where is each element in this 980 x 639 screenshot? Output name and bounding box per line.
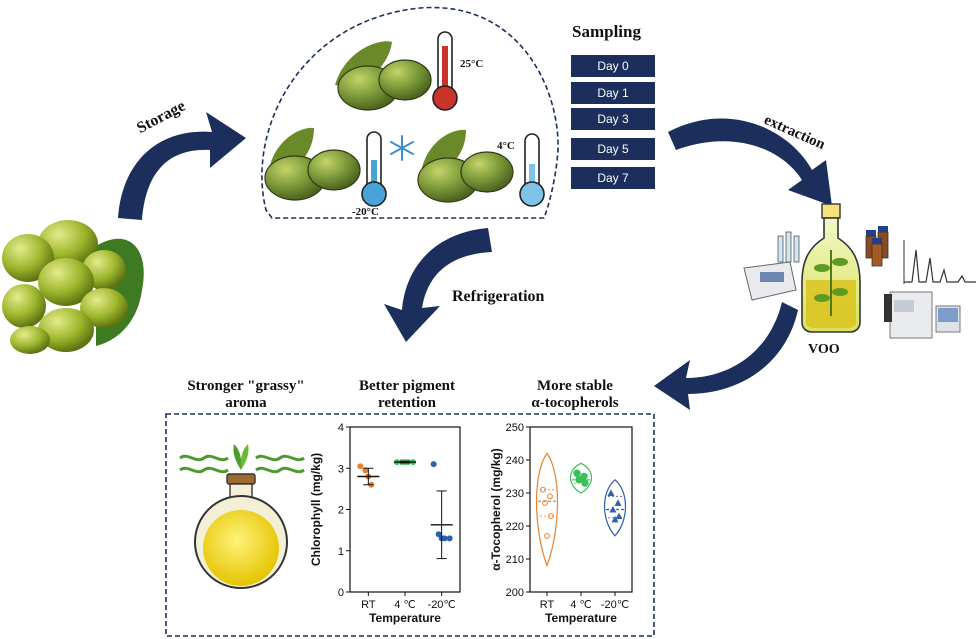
aroma-flask-icon <box>179 444 305 589</box>
data-point <box>441 535 448 542</box>
data-point <box>614 499 622 506</box>
x-tick-label: -20℃ <box>601 599 629 611</box>
thermometer-cold-icon <box>361 131 387 207</box>
day-5-box: Day 5 <box>571 138 655 160</box>
violin-outline <box>535 452 559 568</box>
data-point <box>581 479 589 487</box>
voo-label: VOO <box>808 342 840 357</box>
data-point <box>544 533 550 539</box>
x-axis-title: Temperature <box>369 611 441 625</box>
olives-room-temp <box>335 41 432 111</box>
x-axis-title: Temperature <box>545 611 617 625</box>
y-tick-label: 4 <box>338 422 344 434</box>
day-7-box: Day 7 <box>571 167 655 189</box>
fridge-temp-label: 4°C <box>497 140 515 152</box>
sample-vials-icon <box>865 226 889 267</box>
y-tick-label: 250 <box>506 422 524 434</box>
olive-pile-photo <box>2 220 144 354</box>
x-tick-label: 4 ℃ <box>394 599 416 611</box>
data-point <box>615 512 623 520</box>
y-tick-label: 3 <box>338 463 344 475</box>
sampling-title: Sampling <box>572 22 641 41</box>
refrigeration-arrow <box>384 228 492 342</box>
y-tick-label: 2 <box>338 505 344 517</box>
y-axis-title: α-Tocopherol (mg/kg) <box>489 448 503 570</box>
data-point <box>548 513 554 519</box>
data-point <box>607 489 615 496</box>
x-tick-label: 4 ℃ <box>570 599 592 611</box>
thermometer-hot-icon <box>432 31 458 111</box>
day-1-box: Day 1 <box>571 82 655 104</box>
y-tick-label: 220 <box>506 521 524 533</box>
voo-bottle-icon <box>801 203 861 333</box>
room-temp-label: 25°C <box>460 58 484 70</box>
aroma-headline: Stronger "grassy"aroma <box>187 378 305 411</box>
y-tick-label: 200 <box>506 587 524 599</box>
y-tick-label: 240 <box>506 455 524 467</box>
storage-dome <box>261 6 559 219</box>
olives-fridge <box>417 129 514 203</box>
data-point <box>435 531 442 538</box>
data-point <box>446 535 453 542</box>
extraction-arrow <box>668 118 832 206</box>
plot-frame <box>349 426 461 593</box>
x-tick-label: -20℃ <box>428 599 456 611</box>
thermometer-cool-icon <box>519 133 545 207</box>
results-box <box>165 413 655 637</box>
refrigeration-arrow-label: Refrigeration <box>452 288 545 305</box>
centrifuge-icon <box>743 231 800 301</box>
violin-outline <box>569 462 593 494</box>
data-point <box>430 461 437 468</box>
chromatogram-icon <box>903 240 976 284</box>
freezer-temp-label: -20°C <box>352 206 380 218</box>
y-axis-title: Chlorophyll (mg/kg) <box>309 453 323 566</box>
data-point <box>540 486 546 493</box>
data-point <box>609 506 617 513</box>
olives-freezer <box>264 127 361 201</box>
gc-instrument-icon <box>884 291 961 339</box>
violin-outline <box>604 479 626 537</box>
day-0-box: Day 0 <box>571 55 655 77</box>
y-tick-label: 230 <box>506 488 524 500</box>
data-point <box>547 493 553 500</box>
data-point <box>357 463 364 470</box>
storage-arrow <box>118 112 246 220</box>
data-point <box>611 515 619 523</box>
x-tick-label: RT <box>361 599 376 611</box>
y-tick-label: 1 <box>338 546 344 558</box>
analysis-arrow <box>654 302 798 410</box>
data-point <box>542 500 548 506</box>
y-tick-label: 210 <box>506 554 524 566</box>
data-point <box>573 469 581 477</box>
snowflake-icon <box>390 135 414 161</box>
x-tick-label: RT <box>540 599 555 611</box>
data-point <box>362 467 369 474</box>
y-tick-label: 0 <box>338 587 344 599</box>
day-3-box: Day 3 <box>571 108 655 130</box>
data-point <box>575 476 583 484</box>
